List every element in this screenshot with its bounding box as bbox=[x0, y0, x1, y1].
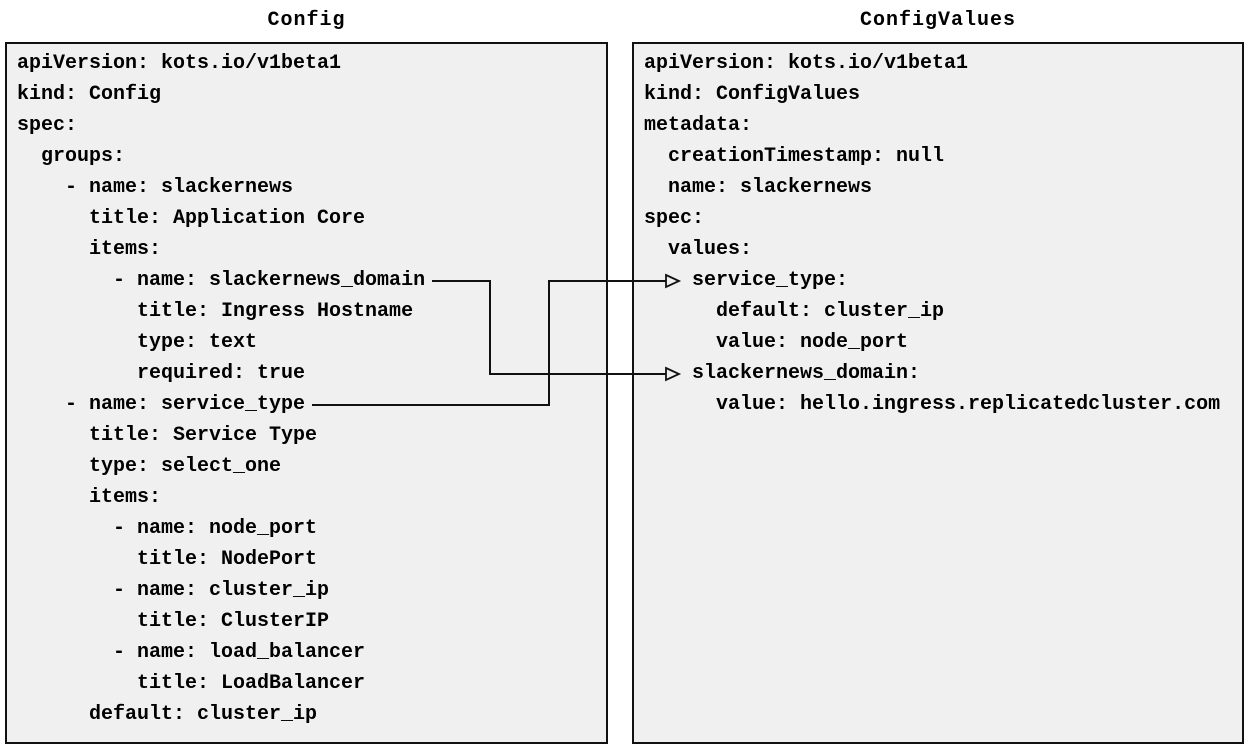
code-line: items: bbox=[17, 486, 162, 509]
code-line: title: Service Type bbox=[17, 424, 318, 447]
code-line: title: LoadBalancer bbox=[17, 672, 366, 695]
code-line: - name: load_balancer bbox=[17, 641, 366, 664]
code-line-service-type-value: service_type: bbox=[644, 269, 849, 292]
code-line: spec: bbox=[17, 114, 78, 137]
code-line: kind: ConfigValues bbox=[644, 83, 861, 106]
code-line: apiVersion: kots.io/v1beta1 bbox=[644, 52, 969, 75]
code-line: type: select_one bbox=[17, 455, 282, 478]
code-line: - name: node_port bbox=[17, 517, 318, 540]
code-line: type: text bbox=[17, 331, 258, 354]
code-line: title: Application Core bbox=[17, 207, 366, 230]
code-line: value: node_port bbox=[644, 331, 909, 354]
code-line: title: ClusterIP bbox=[17, 610, 330, 633]
code-line: required: true bbox=[17, 362, 306, 385]
code-line: groups: bbox=[17, 145, 126, 168]
code-line: apiVersion: kots.io/v1beta1 bbox=[17, 52, 342, 75]
code-line: default: cluster_ip bbox=[17, 703, 318, 726]
code-line: - name: slackernews bbox=[17, 176, 294, 199]
config-panel-title: Config bbox=[267, 9, 346, 32]
code-line: title: NodePort bbox=[17, 548, 318, 571]
configvalues-yaml-box: apiVersion: kots.io/v1beta1 kind: Config… bbox=[632, 42, 1244, 744]
code-line-service-type: - name: service_type bbox=[17, 393, 306, 416]
code-line: default: cluster_ip bbox=[644, 300, 945, 323]
code-line-slackernews-domain-value: slackernews_domain: bbox=[644, 362, 921, 385]
config-yaml-box: apiVersion: kots.io/v1beta1 kind: Config… bbox=[5, 42, 608, 744]
code-line: items: bbox=[17, 238, 162, 261]
code-line-slackernews-domain: - name: slackernews_domain bbox=[17, 269, 426, 292]
configvalues-panel-title: ConfigValues bbox=[859, 9, 1017, 32]
code-line: metadata: bbox=[644, 114, 753, 137]
code-line: value: hello.ingress.replicatedcluster.c… bbox=[644, 393, 1221, 416]
code-line: kind: Config bbox=[17, 83, 162, 106]
code-line: values: bbox=[644, 238, 753, 261]
code-line: name: slackernews bbox=[644, 176, 873, 199]
code-line: title: Ingress Hostname bbox=[17, 300, 414, 323]
code-line: spec: bbox=[644, 207, 705, 230]
code-line: - name: cluster_ip bbox=[17, 579, 330, 602]
code-line: creationTimestamp: null bbox=[644, 145, 945, 168]
